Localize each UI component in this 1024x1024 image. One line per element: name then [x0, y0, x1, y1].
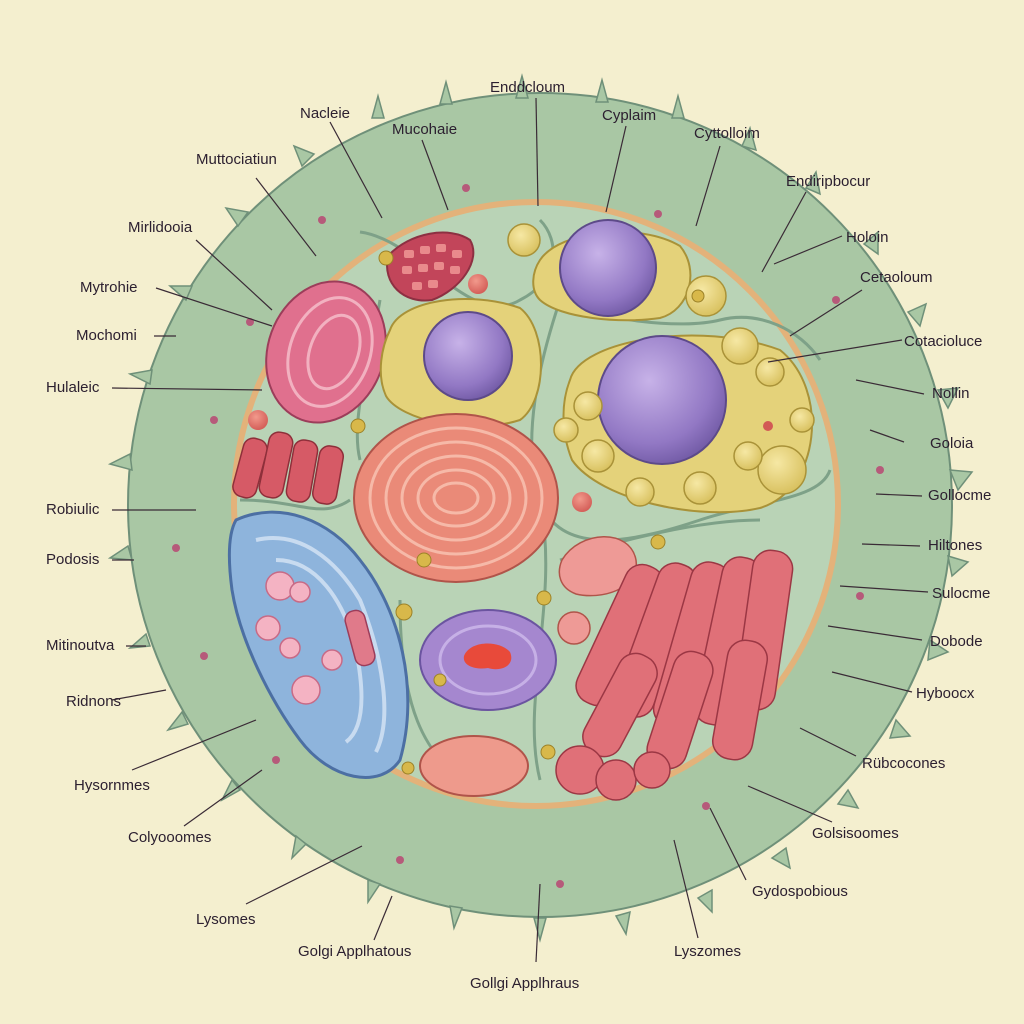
label-golgi-applhatous: Golgi Applhatous — [298, 943, 411, 960]
upper-nucleus — [379, 298, 542, 428]
label-cyplaim: Cyplaim — [602, 107, 656, 124]
right-nucleus — [507, 223, 815, 514]
left-striated-organelle — [265, 280, 387, 424]
membrane-spikes — [107, 73, 974, 943]
label-mitinoutva: Mitinoutva — [46, 637, 115, 654]
right-mitochondria-cluster — [555, 549, 794, 801]
leader-lines — [111, 97, 929, 963]
label-gollocme: Gollocme — [928, 487, 991, 504]
label-cyttolloim: Cyttolloim — [694, 125, 760, 142]
label-hyboocx: Hyboocx — [916, 685, 975, 702]
label-goloia: Goloia — [930, 435, 974, 452]
label-mirlidooia: Mirlidooia — [128, 219, 193, 236]
label-lyszomes: Lyszomes — [674, 943, 741, 960]
label-cotacioluce: Cotacioluce — [904, 333, 982, 350]
label-muttociatiun: Muttociatiun — [196, 151, 277, 168]
label-hysornmes: Hysornmes — [74, 777, 150, 794]
label-podosis: Podosis — [46, 551, 99, 568]
ribosome-dots — [248, 250, 705, 775]
label-enddcloum: Enddcloum — [490, 79, 565, 96]
label-lysomes: Lysomes — [196, 911, 255, 928]
label-hulaleic: Hulaleic — [46, 379, 100, 396]
label-mucohaie: Mucohaie — [392, 121, 457, 138]
golgi-apparatus — [227, 510, 410, 779]
label-gydospobious: Gydospobious — [752, 883, 848, 900]
label-ridnons: Ridnons — [66, 693, 121, 710]
label-cetaoloum: Cetaoloum — [860, 269, 933, 286]
label-nollin: Nollin — [932, 385, 970, 402]
label-robiulic: Robiulic — [46, 501, 100, 518]
left-mitochondria-cluster — [232, 431, 345, 505]
label-dobode: Dobode — [930, 633, 983, 650]
label-holoin: Holoin — [846, 229, 889, 246]
label-sulocme: Sulocme — [932, 585, 990, 602]
label-golsisoomes: Golsisoomes — [812, 825, 899, 842]
label-mochomi: Mochomi — [76, 327, 137, 344]
top-nucleus — [532, 219, 692, 322]
lower-capsule — [419, 735, 529, 797]
label-endiripbocur: Endiripbocur — [786, 173, 870, 190]
middle-vesicles — [557, 536, 637, 645]
central-concentric-organelle — [353, 413, 559, 583]
label-mytrohie: Mytrohie — [80, 279, 138, 296]
top-mesh-organelle — [386, 231, 475, 302]
membrane-dots — [172, 184, 884, 888]
labels: Nacleie Mucohaie Enddcloum Cyplaim Cytto… — [46, 79, 991, 992]
label-gollgi-applhraus: Gollgi Applhraus — [470, 975, 579, 992]
label-hiltones: Hiltones — [928, 537, 982, 554]
label-nacleie: Nacleie — [300, 105, 350, 122]
label-colyooomes: Colyooomes — [128, 829, 211, 846]
lower-vacuole — [419, 609, 557, 711]
label-rubcocones: Rübcocones — [862, 755, 945, 772]
